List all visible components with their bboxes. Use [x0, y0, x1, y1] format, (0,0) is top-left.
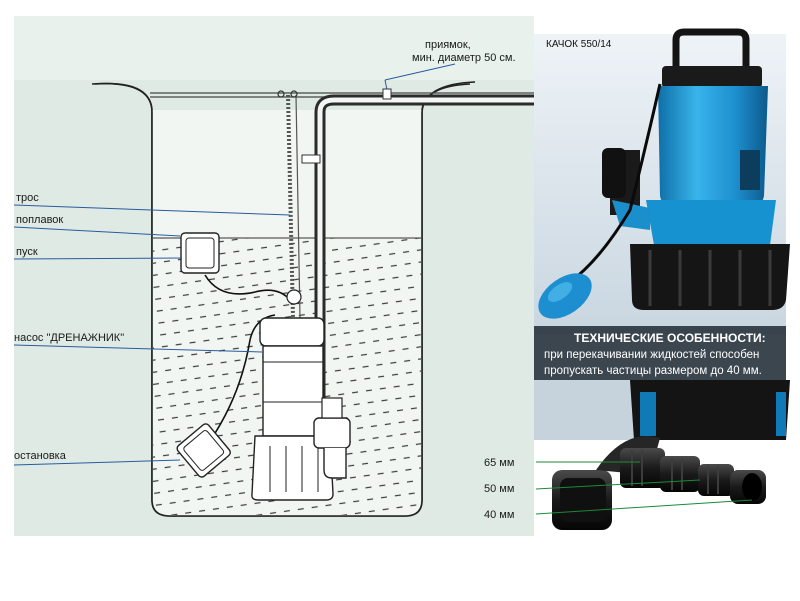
- rope-2: [295, 94, 301, 319]
- leader-stop: [13, 459, 181, 466]
- float-start: [180, 232, 220, 274]
- discharge-pipe-inner: [317, 97, 534, 420]
- leader-pump: [13, 344, 263, 353]
- float-cable-upper: [204, 274, 291, 301]
- label-pit: приямок,: [425, 39, 471, 51]
- leader-size-50: [535, 479, 701, 490]
- pump-photo: [538, 28, 790, 319]
- adapter-photo: 65 мм 50 мм 40 мм: [484, 436, 786, 536]
- size-40-label: 40 мм: [484, 509, 514, 521]
- label-pit-diameter: мин. диаметр 50 см.: [412, 52, 516, 64]
- schematic: приямок, мин. диаметр 50 см. трос поплав…: [13, 16, 534, 536]
- features-line-1: при перекачивании жидкостей способен: [544, 349, 759, 361]
- pump: [251, 289, 351, 501]
- product-photo: КАЧОК 550/14: [534, 28, 790, 442]
- rope-hook-1: [277, 90, 285, 98]
- leader-float: [13, 226, 181, 237]
- rope: [286, 94, 295, 319]
- label-cable: трос: [16, 192, 39, 204]
- features-line-2: пропускать частицы размером до 40 мм.: [544, 365, 762, 377]
- features-title: ТЕХНИЧЕСКИЕ ОСОБЕННОСТИ:: [574, 331, 766, 345]
- label-start: пуск: [16, 246, 38, 258]
- leader-cable: [13, 204, 291, 216]
- size-65-label: 65 мм: [484, 457, 514, 469]
- label-pump: насос "ДРЕНАЖНИК": [14, 332, 124, 344]
- size-50-label: 50 мм: [484, 483, 514, 495]
- label-float: поплавок: [16, 214, 63, 226]
- pit-marker: [382, 88, 392, 100]
- label-stop: остановка: [14, 450, 67, 462]
- float-stop: [176, 423, 231, 478]
- leader-pit: [384, 63, 456, 81]
- product-model: КАЧОК 550/14: [546, 39, 612, 50]
- features-band: [534, 326, 786, 380]
- leader-size-40: [535, 499, 753, 515]
- rope-clamp: [301, 154, 321, 164]
- rope-hook-2: [290, 90, 298, 98]
- leader-start: [13, 257, 183, 260]
